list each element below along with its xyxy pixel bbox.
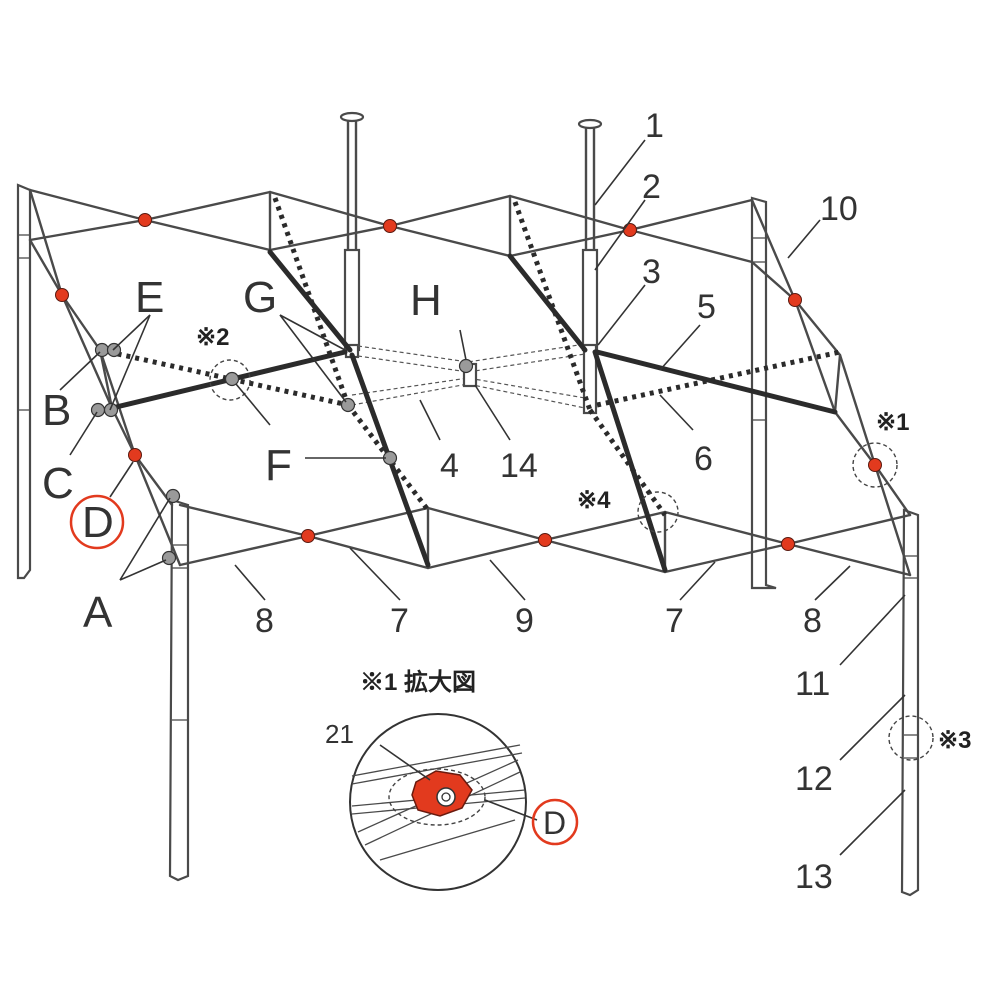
label-10: 10 — [820, 190, 858, 228]
label-14: 14 — [500, 447, 538, 485]
gray-joint — [340, 397, 356, 413]
red-joint — [623, 223, 637, 237]
label-B: B — [42, 386, 71, 435]
leg-front-right — [900, 508, 920, 897]
d-inset-label-ring — [531, 798, 579, 846]
label-11: 11 — [795, 665, 830, 703]
gray-joint — [458, 358, 474, 374]
label-G: G — [243, 273, 277, 322]
d-label-ring — [69, 494, 125, 550]
inset-title: ※1 拡大図 — [360, 669, 476, 696]
label-H: H — [410, 276, 442, 325]
label-E: E — [135, 273, 164, 322]
inner-braces — [351, 343, 586, 409]
label-6: 6 — [694, 440, 713, 478]
leg-front-left — [168, 498, 190, 882]
red-joint — [383, 219, 397, 233]
gray-joint — [103, 402, 119, 418]
label-1: 1 — [645, 107, 664, 145]
label-C: C — [42, 459, 74, 508]
label-2: 2 — [642, 168, 661, 206]
red-joint — [301, 529, 315, 543]
note-3: ※3 — [938, 727, 971, 754]
callout-circle-1 — [852, 442, 898, 488]
label-3: 3 — [642, 253, 661, 291]
label-7-right: 7 — [665, 602, 684, 640]
callout-circle-2 — [209, 359, 251, 401]
note-4: ※4 — [577, 487, 611, 514]
red-joint — [788, 293, 802, 307]
center-pole-left — [339, 111, 365, 359]
label-4: 4 — [440, 447, 459, 485]
letter-labels: A B C D E F G H D — [42, 273, 566, 841]
callout-circle-4 — [637, 491, 679, 533]
label-8-right: 8 — [803, 602, 822, 640]
note-labels: ※2 ※1 ※4 ※3 ※1 拡大図 — [196, 324, 971, 754]
leader-lines — [59, 139, 906, 856]
label-12: 12 — [795, 760, 833, 798]
label-A: A — [83, 588, 113, 637]
note-2: ※2 — [196, 324, 229, 351]
leg-back-left — [16, 183, 32, 580]
red-joint — [538, 533, 552, 547]
label-8-left: 8 — [255, 602, 274, 640]
red-joint — [138, 213, 152, 227]
red-joint — [868, 458, 882, 472]
note-1: ※1 — [876, 409, 909, 436]
part-number-labels: 1 2 3 4 5 6 7 7 8 8 9 10 11 12 13 14 21 — [255, 107, 858, 896]
label-13: 13 — [795, 858, 833, 896]
red-joints — [55, 213, 882, 551]
truss-right — [750, 198, 912, 577]
red-joint — [128, 448, 142, 462]
label-21: 21 — [325, 719, 354, 749]
label-D: D — [82, 498, 114, 547]
label-7-left: 7 — [390, 602, 409, 640]
gray-joint — [224, 371, 240, 387]
label-D-inset: D — [543, 805, 566, 841]
label-5: 5 — [697, 288, 716, 326]
red-joint — [55, 288, 69, 302]
gray-joint — [90, 402, 106, 418]
gray-joint — [161, 550, 177, 566]
label-9: 9 — [515, 602, 534, 640]
callout-circle-3 — [888, 715, 934, 761]
label-F: F — [265, 441, 292, 490]
red-joint — [781, 537, 795, 551]
inset-magnified-view — [349, 713, 538, 891]
